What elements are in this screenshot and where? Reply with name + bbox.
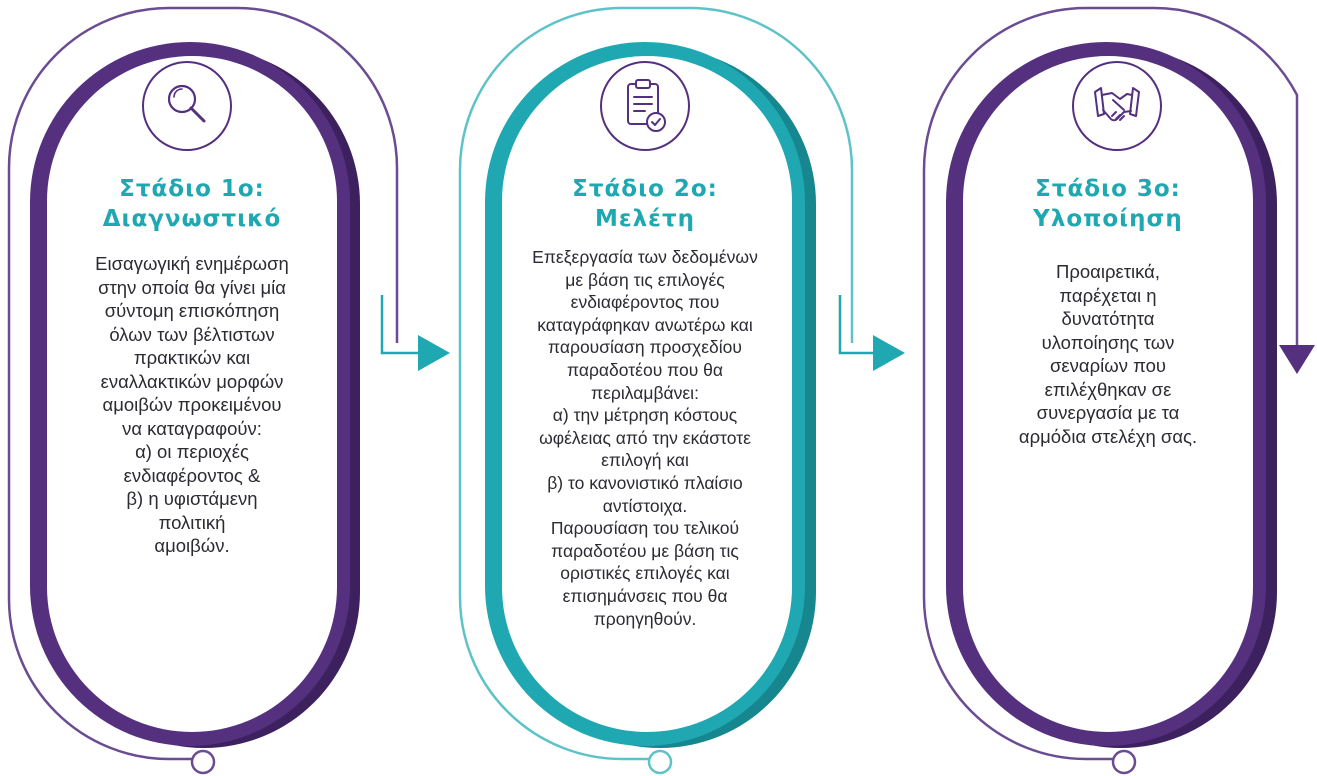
stage-1-body: Εισαγωγική ενημέρωση στην οποία θα γίνει… bbox=[95, 253, 289, 556]
stage-2-pill-inner bbox=[502, 56, 792, 732]
stage-1-shape bbox=[7, 6, 399, 775]
stage-3-shape bbox=[922, 6, 1315, 775]
stage-1-icon-circle bbox=[142, 61, 232, 151]
stage-3-down-arrow bbox=[1279, 345, 1315, 374]
stage-1-text: Στάδιο 1ο: Διαγνωστικό Εισαγωγική ενημέρ… bbox=[55, 174, 329, 558]
stage-3-bottom-node bbox=[1111, 749, 1137, 775]
stage-3-title: Στάδιο 3ο: Υλοποίηση bbox=[1033, 176, 1183, 232]
stage-1-title: Στάδιο 1ο: Διαγνωστικό bbox=[102, 176, 282, 232]
stage-2-text: Στάδιο 2ο: Μελέτη Επεξεργασία των δεδομέ… bbox=[500, 174, 790, 630]
stage-2-shape bbox=[458, 6, 854, 775]
arrow-2 bbox=[838, 295, 905, 371]
stage-3-pill-inner bbox=[963, 56, 1253, 732]
stage-2-title: Στάδιο 2ο: Μελέτη bbox=[572, 176, 718, 232]
stage-2-outer-ring bbox=[458, 6, 854, 761]
stage-3-body: Προαιρετικά, παρέχεται η δυνατότητα υλοπ… bbox=[1018, 261, 1198, 447]
stage-1-pill-inner bbox=[47, 56, 337, 732]
stage-1-bottom-node bbox=[190, 749, 216, 775]
stage-2-icon-circle bbox=[600, 61, 690, 151]
stage-3-icon-circle bbox=[1072, 61, 1162, 151]
clipboard-check-icon bbox=[627, 79, 666, 132]
stage-3-text: Στάδιο 3ο: Υλοποίηση Προαιρετικά, παρέχε… bbox=[966, 174, 1250, 448]
stage-3-outer-ring bbox=[922, 6, 1299, 761]
stage-1-outer-ring bbox=[7, 6, 399, 761]
stage-2-body: Επεξεργασία των δεδομένων με βάση τις επ… bbox=[532, 247, 758, 629]
handshake-icon bbox=[1094, 87, 1140, 122]
stage-2-bottom-node bbox=[647, 749, 673, 775]
magnifier-icon bbox=[167, 84, 206, 123]
arrow-1 bbox=[380, 295, 450, 371]
